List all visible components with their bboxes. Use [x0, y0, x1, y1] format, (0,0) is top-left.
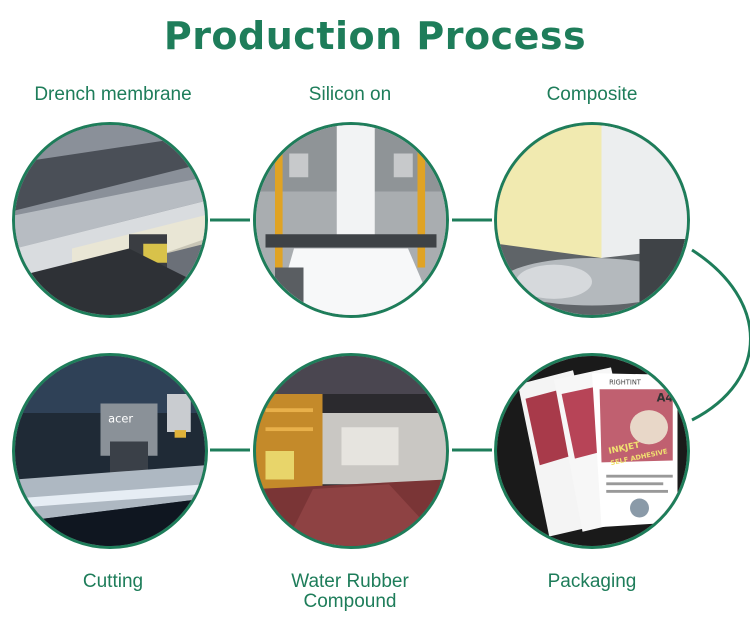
step-label-cutting: Cutting [82, 571, 144, 592]
step-label-drench-membrane: Drench membrane [34, 84, 192, 105]
svg-text:RIGHTINT: RIGHTINT [609, 379, 642, 387]
page-title: Production Process [163, 14, 587, 58]
drench-membrane-photo [12, 122, 208, 318]
cutting-photo: acer [12, 353, 208, 549]
silicon-on-photo [253, 122, 449, 318]
composite-photo [494, 122, 690, 318]
step-label-composite: Composite [546, 84, 638, 105]
step-label-silicon-on: Silicon on [308, 84, 392, 105]
step-label-packaging: Packaging [547, 571, 637, 592]
cutting-machine-text: acer [108, 412, 133, 426]
water-rubber-compound-photo [253, 353, 449, 549]
svg-text:A4: A4 [657, 391, 674, 405]
step-label-water-rubber-compound: Water Rubber Compound [291, 571, 409, 612]
packaging-photo: RIGHTINT A4 INKJET SELF ADHESIVE [494, 353, 690, 549]
